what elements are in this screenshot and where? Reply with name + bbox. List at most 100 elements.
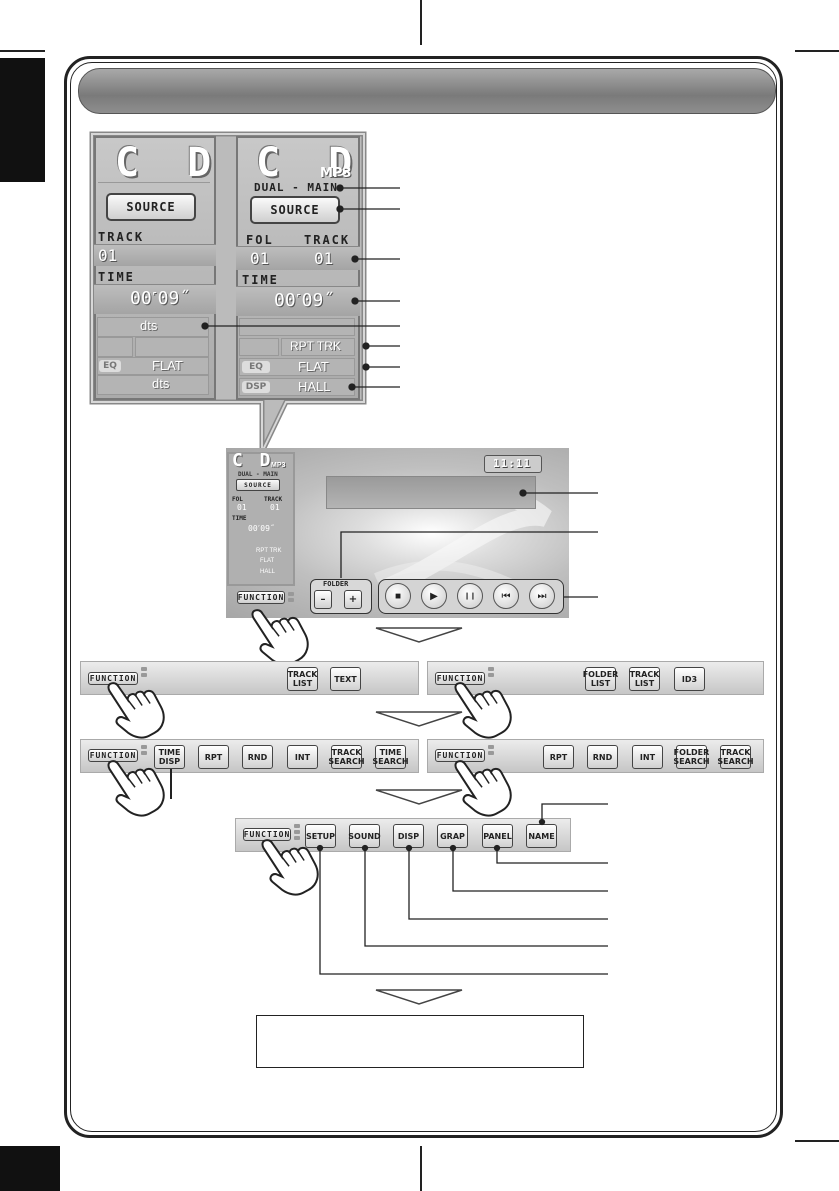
- left-cd-title: C D: [115, 140, 224, 186]
- right-blank-cell: [239, 318, 355, 336]
- left-format-value: dts: [140, 318, 158, 333]
- left-eq-tag: EQ: [99, 360, 121, 372]
- crop-mark-top-left: [0, 50, 45, 52]
- strip1-left-led-2: [141, 673, 147, 677]
- time-disp-callout: [170, 769, 172, 799]
- screen-function-led-2: [288, 598, 294, 602]
- strip1-left-text-button[interactable]: TEXT: [330, 667, 361, 691]
- strip1-left-track-list-button[interactable]: TRACK LIST: [287, 667, 318, 691]
- crop-mark-top-center: [420, 0, 422, 45]
- strip2-right-track-search-button[interactable]: TRACK SEARCH: [717, 745, 754, 769]
- strip2-right-folder-search-button[interactable]: FOLDER SEARCH: [673, 745, 710, 769]
- left-track-row: [94, 244, 216, 266]
- crop-mark-top-right: [795, 50, 839, 52]
- strip1-right-folder-list-button[interactable]: FOLDER LIST: [583, 667, 618, 691]
- side-language-tab: [0, 58, 45, 182]
- strip2-right-rpt-button[interactable]: RPT: [543, 745, 574, 769]
- mini-eq-value: FLAT: [260, 558, 275, 564]
- previous-button[interactable]: ⏮: [493, 583, 519, 609]
- strip3-led: [294, 824, 300, 828]
- pause-button[interactable]: ❙❙: [457, 583, 483, 609]
- page-frame-inner: [70, 62, 777, 1132]
- strip2-left-led: [141, 745, 147, 749]
- mini-time-value: 00˹09˝: [248, 524, 275, 533]
- right-mp3-badge: MP3: [320, 166, 352, 181]
- setup-note-box: [256, 1015, 584, 1068]
- strip2-left-led-2: [141, 751, 147, 755]
- mini-track-value: 01: [270, 503, 280, 512]
- strip1-right-led-2: [488, 673, 494, 677]
- right-cd-title: C D: [256, 140, 365, 186]
- strip2-left-time-disp-button[interactable]: TIME DISP: [154, 745, 185, 769]
- strip2-right-led: [488, 745, 494, 749]
- left-bottom-cell: [97, 375, 209, 395]
- screen-function-led: [288, 592, 294, 596]
- mini-cd-title: C D: [232, 450, 274, 471]
- dsp-tag: DSP: [242, 381, 270, 393]
- flow-arrow-down-icon: [375, 711, 463, 727]
- dsp-value: HALL: [298, 379, 331, 394]
- left-time-value: 00˹09˝: [130, 288, 191, 309]
- left-track-label: TRACK: [98, 230, 145, 244]
- strip2-right-int-button[interactable]: INT: [632, 745, 663, 769]
- mini-mp3-badge: MP3: [271, 462, 286, 469]
- strip1-left-led: [141, 667, 147, 671]
- mini-time-label: TIME: [232, 515, 247, 522]
- repeat-value: RPT TRK: [290, 339, 341, 353]
- strip2-right-rnd-button[interactable]: RND: [587, 745, 618, 769]
- mini-dsp-value: HALL: [260, 569, 276, 575]
- section-title-bar: [78, 68, 776, 114]
- disp-button[interactable]: DISP: [393, 824, 424, 848]
- fol-label: FOL: [246, 233, 274, 247]
- strip1-right-led: [488, 667, 494, 671]
- strip2-left-rnd-button[interactable]: RND: [242, 745, 273, 769]
- stop-button[interactable]: ■: [385, 583, 411, 609]
- crop-mark-bottom-center: [420, 1146, 422, 1191]
- right-eq-value: FLAT: [298, 359, 329, 374]
- strip2-left-int-button[interactable]: INT: [287, 745, 318, 769]
- mini-track-label: TRACK: [264, 496, 283, 503]
- strip1-right-track-list-button[interactable]: TRACK LIST: [629, 667, 660, 691]
- right-source-button[interactable]: SOURCE: [250, 196, 340, 224]
- dual-main-label: DUAL - MAIN: [254, 181, 338, 194]
- crop-mark-bottom-right: [795, 1140, 839, 1142]
- strip1-right-id3-button[interactable]: ID3: [674, 667, 705, 691]
- screen-function-button[interactable]: FUNCTION: [237, 591, 285, 604]
- left-track-value: 01: [98, 246, 118, 265]
- strip2-left-rpt-button[interactable]: RPT: [198, 745, 229, 769]
- mini-source-button[interactable]: SOURCE: [236, 479, 280, 491]
- grap-button[interactable]: GRAP: [437, 824, 468, 848]
- mini-panel: [227, 452, 295, 586]
- left-empty-cell-b: [135, 337, 209, 357]
- text-info-bar: [326, 476, 536, 509]
- left-bottom-value: dts: [152, 376, 170, 391]
- right-track-label: TRACK: [304, 233, 351, 247]
- clock-display: [484, 455, 542, 473]
- left-eq-value: FLAT: [152, 358, 183, 373]
- right-time-value: 00˹09˝: [274, 290, 335, 311]
- play-button[interactable]: ▶: [421, 583, 447, 609]
- panel-button[interactable]: PANEL: [482, 824, 513, 848]
- strip2-left-track-search-button[interactable]: TRACK SEARCH: [328, 745, 365, 769]
- folder-minus-button[interactable]: –: [314, 590, 332, 609]
- strip2-left-time-search-button[interactable]: TIME SEARCH: [372, 745, 409, 769]
- right-repeat-cell: [281, 338, 355, 356]
- clock-value: 11:11: [493, 457, 532, 470]
- right-time-row: [236, 286, 360, 316]
- flow-arrow-down-icon: [375, 627, 463, 643]
- next-button[interactable]: ⏭: [529, 583, 555, 609]
- right-track-row: [236, 246, 360, 270]
- left-eq-cell: [97, 357, 209, 375]
- right-eq-tag: EQ: [242, 361, 270, 373]
- folder-label: FOLDER: [323, 580, 349, 588]
- left-source-button[interactable]: SOURCE: [106, 193, 196, 221]
- left-title-divider: [98, 182, 210, 188]
- mini-dual-main: DUAL - MAIN: [238, 471, 278, 478]
- folder-plus-button[interactable]: +: [344, 590, 362, 609]
- left-time-label: TIME: [98, 270, 135, 284]
- fol-value: 01: [250, 249, 270, 268]
- strip3-led-3: [294, 836, 300, 840]
- right-repeat-tag-cell: [239, 338, 279, 356]
